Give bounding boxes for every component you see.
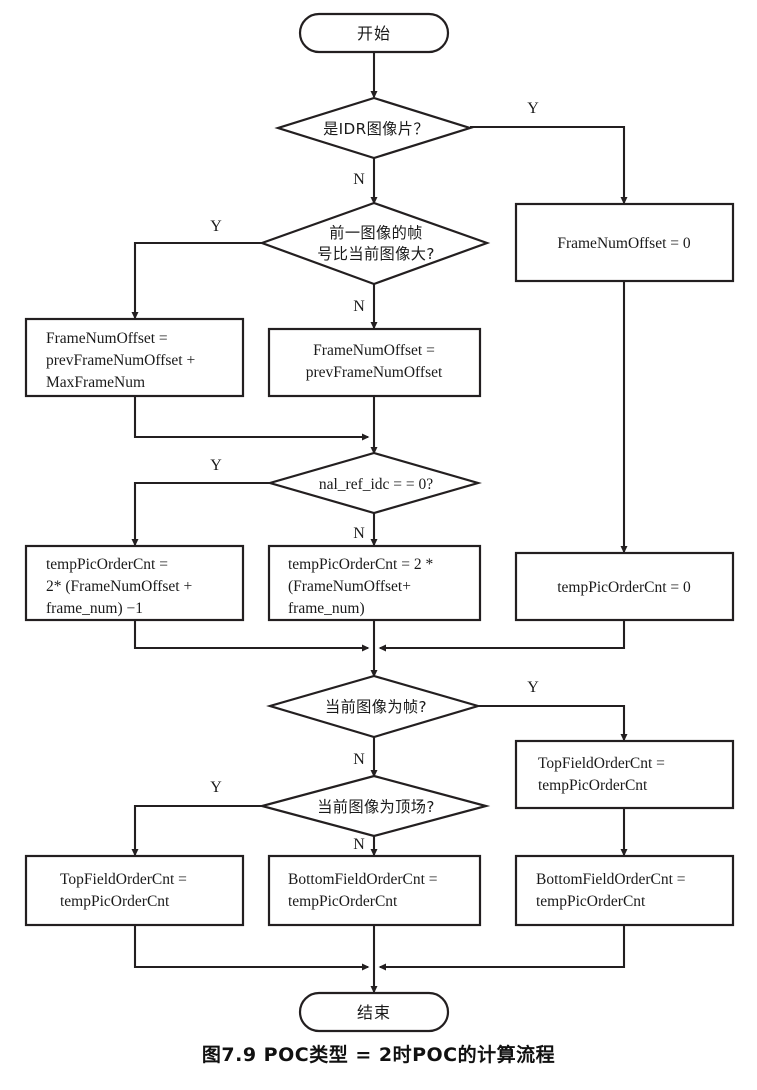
edge-d1-yes [470,125,628,205]
process-temppicordercnt-zero-label: tempPicOrderCnt = 0 [557,579,691,596]
edge-label-d1-yes: Y [527,100,539,117]
edge-pleft4-merge [133,925,370,971]
decision-prev-framenum-label-line1: 前一图像的帧 [329,224,423,242]
process-temppicordercnt-odd-line3: frame_num) −1 [46,600,143,617]
flowchart-canvas: Y N Y N Y N Y N Y N 开始 是IDR图像片？ 前一图像的帧 号… [24,12,735,1033]
process-topfieldordercnt-top-shape [24,854,245,927]
process-temppicordercnt-even-line2: (FrameNumOffset+ [288,578,411,595]
edge-d4-yes [470,704,628,742]
node-process-framenumoffset-max[interactable]: FrameNumOffset = prevFrameNumOffset + Ma… [24,317,245,398]
edge-pright4-merge [378,925,626,971]
process-framenumoffset-max-line1: FrameNumOffset = [46,330,168,347]
process-temppicordercnt-even-shape [267,544,482,622]
edge-label-d4-no: N [353,751,365,768]
edge-d3-yes [131,481,278,547]
node-decision-nal-ref-idc[interactable]: nal_ref_idc = = 0? [266,451,482,515]
process-temppicordercnt-zero-shape [514,551,735,622]
process-framenumoffset-prev-line2: prevFrameNumOffset [306,364,443,381]
decision-is-frame-shape [266,674,482,739]
node-process-framenumoffset-prev[interactable]: FrameNumOffset = prevFrameNumOffset [267,327,482,398]
node-decision-is-idr[interactable]: 是IDR图像片？ [274,96,474,160]
edge-d5-yes [131,804,278,857]
edge-label-d3-yes: Y [210,457,222,474]
node-process-topfieldordercnt-top[interactable]: TopFieldOrderCnt = tempPicOrderCnt [24,854,245,927]
node-process-temppicordercnt-even[interactable]: tempPicOrderCnt = 2 * (FrameNumOffset+ f… [267,544,482,622]
node-start[interactable]: 开始 [298,12,450,54]
node-process-framenumoffset-zero[interactable]: FrameNumOffset = 0 [514,202,735,283]
decision-is-idr-shape [274,96,474,160]
process-bottomfieldordercnt-mid-line1: BottomFieldOrderCnt = [288,871,438,888]
edge-layer [131,52,628,994]
edge-label-d3-no: N [353,525,365,542]
figure-caption: 图7.9 POC类型 = 2时POC的计算流程 [201,1044,556,1066]
edge-label-d2-yes: Y [210,218,222,235]
edge-label-d1-no: N [353,171,365,188]
node-process-temppicordercnt-odd[interactable]: tempPicOrderCnt = 2* (FrameNumOffset + f… [24,544,245,622]
node-process-bottomfieldordercnt-mid[interactable]: BottomFieldOrderCnt = tempPicOrderCnt [267,854,482,927]
end-terminator-shape [298,991,450,1033]
node-decision-is-frame[interactable]: 当前图像为帧? [266,674,482,739]
node-process-topfieldordercnt-frame[interactable]: TopFieldOrderCnt = tempPicOrderCnt [514,739,735,810]
edge-pright2-merge [378,620,626,652]
decision-nal-ref-idc-label: nal_ref_idc = = 0? [319,476,433,493]
node-process-temppicordercnt-zero[interactable]: tempPicOrderCnt = 0 [514,551,735,622]
decision-is-top-field-label: 当前图像为顶场? [317,798,435,816]
process-framenumoffset-max-shape [24,317,245,398]
process-bottomfieldordercnt-right-line2: tempPicOrderCnt [536,893,646,910]
process-bottomfieldordercnt-mid-line2: tempPicOrderCnt [288,893,398,910]
edge-d2-yes [131,241,278,320]
edge-label-d5-no: N [353,836,365,853]
decision-is-frame-label: 当前图像为帧? [325,698,427,716]
process-framenumoffset-max-line2: prevFrameNumOffset + [46,352,195,369]
process-topfieldordercnt-frame-line1: TopFieldOrderCnt = [538,755,665,772]
process-bottomfieldordercnt-right-shape [514,854,735,927]
end-terminator-label: 结束 [357,1003,391,1022]
process-framenumoffset-zero-shape [514,202,735,283]
process-topfieldordercnt-top-line2: tempPicOrderCnt [60,893,170,910]
process-temppicordercnt-odd-line1: tempPicOrderCnt = [46,556,168,573]
edge-label-d4-yes: Y [527,679,539,696]
edge-label-layer: Y N Y N Y N Y N Y N [210,100,539,853]
node-decision-prev-framenum-greater[interactable]: 前一图像的帧 号比当前图像大? [258,201,491,286]
process-topfieldordercnt-frame-shape [514,739,735,810]
node-process-bottomfieldordercnt-right[interactable]: BottomFieldOrderCnt = tempPicOrderCnt [514,854,735,927]
edge-label-d2-no: N [353,298,365,315]
process-framenumoffset-max-line3: MaxFrameNum [46,374,145,391]
process-bottomfieldordercnt-mid-shape [267,854,482,927]
process-temppicordercnt-even-line1: tempPicOrderCnt = 2 * [288,556,433,573]
process-topfieldordercnt-frame-line2: tempPicOrderCnt [538,777,648,794]
edge-pleft2-merge [133,620,370,652]
decision-is-idr-label: 是IDR图像片？ [323,120,429,138]
process-framenumoffset-prev-shape [267,327,482,398]
decision-prev-framenum-label-line2: 号比当前图像大? [317,245,435,263]
process-bottomfieldordercnt-right-line1: BottomFieldOrderCnt = [536,871,686,888]
process-temppicordercnt-even-line3: frame_num) [288,600,365,617]
process-temppicordercnt-odd-shape [24,544,245,622]
start-terminator-label: 开始 [357,24,391,43]
decision-nal-ref-idc-shape [266,451,482,515]
edge-label-d5-yes: Y [210,779,222,796]
decision-prev-framenum-shape [258,201,491,286]
process-framenumoffset-zero-label: FrameNumOffset = 0 [557,235,691,252]
process-temppicordercnt-odd-line2: 2* (FrameNumOffset + [46,578,192,595]
process-framenumoffset-prev-line1: FrameNumOffset = [313,342,435,359]
start-terminator-shape [298,12,450,54]
node-decision-is-top-field[interactable]: 当前图像为顶场? [257,774,491,838]
decision-is-top-field-shape [257,774,491,838]
process-topfieldordercnt-top-line1: TopFieldOrderCnt = [60,871,187,888]
node-end[interactable]: 结束 [298,991,450,1033]
edge-pleft1-merge [133,396,370,441]
